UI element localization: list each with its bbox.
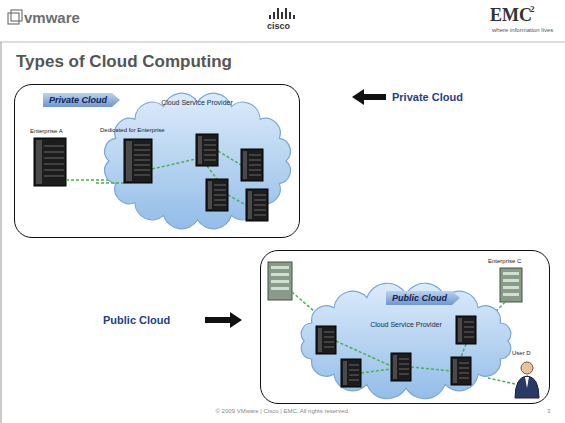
- pointer-arrow: [352, 89, 386, 105]
- user-icon: [515, 362, 539, 398]
- callout-label: Public Cloud: [103, 314, 170, 326]
- slide-title: Types of Cloud Computing: [16, 52, 232, 72]
- server-icon: [34, 138, 66, 186]
- copyright-footer: © 2009 VMware | Cisco | EMC. All rights …: [170, 408, 395, 414]
- company-logo: cisco: [267, 21, 290, 31]
- device-label: Dedicated for Enterprise: [100, 127, 165, 133]
- company-logo: EMC: [490, 5, 532, 26]
- cisco-bars: [270, 8, 294, 19]
- cloud-label: Cloud Service Provider: [154, 99, 240, 107]
- pointer-arrow: [205, 312, 242, 328]
- cloud-banner: Public Cloud: [386, 291, 460, 305]
- logo-tagline: where information lives: [492, 27, 553, 33]
- device-label: Enterprise A: [30, 128, 63, 134]
- cloud-panel: Private Cloud Cloud Service Provider: [14, 84, 300, 238]
- network-link: [488, 378, 515, 384]
- callout-label: Private Cloud: [392, 91, 463, 103]
- logo-superscript: 2: [530, 4, 535, 14]
- cloud-panel: Public CloudCloud Service Provider: [260, 250, 550, 404]
- slide-edge: [1, 42, 2, 423]
- cloud-shape: Cloud Service Provider: [96, 89, 299, 233]
- building-icon: [268, 262, 292, 300]
- vmware-icon: [8, 10, 22, 24]
- company-logo: vmware: [24, 9, 80, 26]
- cloud-banner: Private Cloud: [43, 93, 120, 107]
- header-rule: [0, 42, 565, 43]
- building-icon: [500, 268, 522, 302]
- cloud-outline: [96, 89, 299, 233]
- network-link: [66, 179, 112, 181]
- device-label: Enterprise C: [488, 258, 521, 264]
- page-number: 3: [547, 408, 550, 414]
- cloud-label: Cloud Service Provider: [366, 321, 446, 329]
- device-label: User D: [512, 350, 531, 356]
